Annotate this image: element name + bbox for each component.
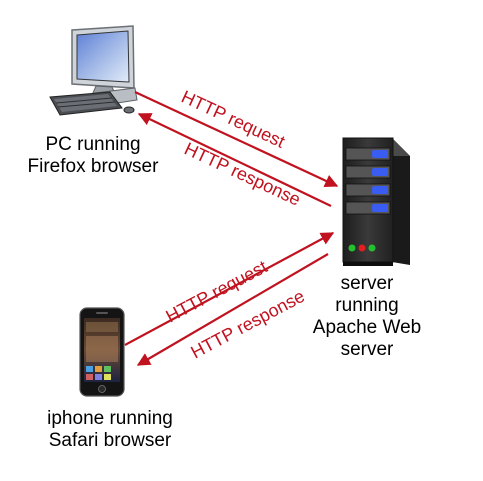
iphone-caption-line1: iphone running (47, 408, 173, 429)
iphone-request-arrow (124, 232, 335, 346)
pc-response-label: HTTP response (181, 138, 303, 209)
server-caption: server running Apache Web server (300, 273, 434, 361)
pc-request-arrow (134, 91, 339, 187)
desktop-computer-icon (49, 25, 138, 116)
server-caption-line1: server (340, 273, 394, 294)
pc-caption-line2: Firefox browser (27, 156, 159, 177)
pc-caption: PC running Firefox browser (8, 134, 178, 178)
server-caption-line2: running (335, 295, 399, 316)
pc-caption-line1: PC running (45, 134, 141, 155)
tower-server-icon (342, 137, 410, 266)
smartphone-icon (79, 307, 125, 397)
pc-response-arrow (137, 113, 332, 207)
server-caption-line3: Apache Web (312, 317, 422, 338)
iphone-caption: iphone running Safari browser (30, 408, 190, 452)
server-caption-line4: server (340, 339, 394, 360)
iphone-response-arrow (136, 253, 329, 366)
iphone-caption-line2: Safari browser (48, 430, 172, 451)
